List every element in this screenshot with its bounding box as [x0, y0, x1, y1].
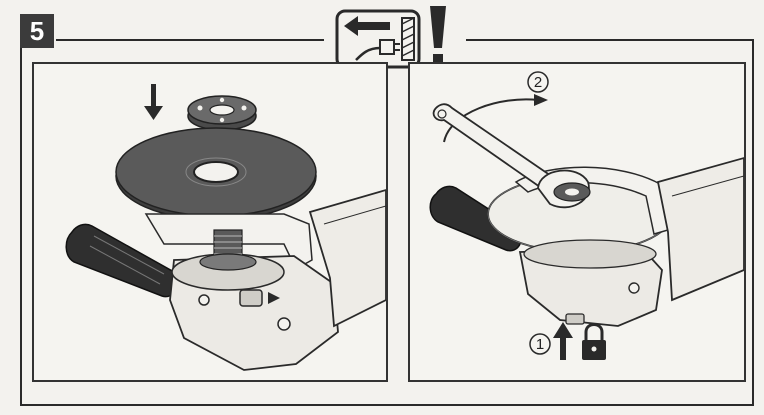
panel-tighten-nut: 2: [408, 62, 746, 382]
arrow-up-icon: [553, 322, 573, 360]
side-handle: [429, 185, 522, 252]
grinder-head: [518, 239, 663, 327]
grinder-head: [169, 229, 339, 371]
grinding-disc: [115, 127, 317, 221]
motor-housing: [656, 157, 744, 302]
flange-nut: [187, 95, 257, 131]
disc-mounting-illustration: [65, 84, 386, 371]
frame-top-rule-left: [56, 39, 324, 41]
arrow-down-icon: [144, 84, 163, 120]
lock-icon: [582, 323, 606, 360]
tightening-illustration: 2: [429, 71, 744, 360]
step-label-lock: 1: [529, 333, 551, 355]
spanner-wrench: [432, 103, 591, 209]
step-frame: [20, 40, 754, 406]
step-label-tighten: 2: [527, 71, 549, 93]
unplug-warning-icon: [334, 8, 424, 70]
step-number: 5: [29, 15, 45, 46]
svg-text:2: 2: [534, 74, 542, 91]
frame-top-rule-right: [466, 39, 754, 41]
rotate-arrow-icon: [443, 98, 539, 143]
panel-mount-disc: [32, 62, 388, 382]
motor-housing: [308, 189, 386, 328]
svg-text:1: 1: [536, 336, 544, 353]
step-number-badge: 5: [20, 14, 54, 48]
exclamation-icon: [426, 4, 450, 68]
